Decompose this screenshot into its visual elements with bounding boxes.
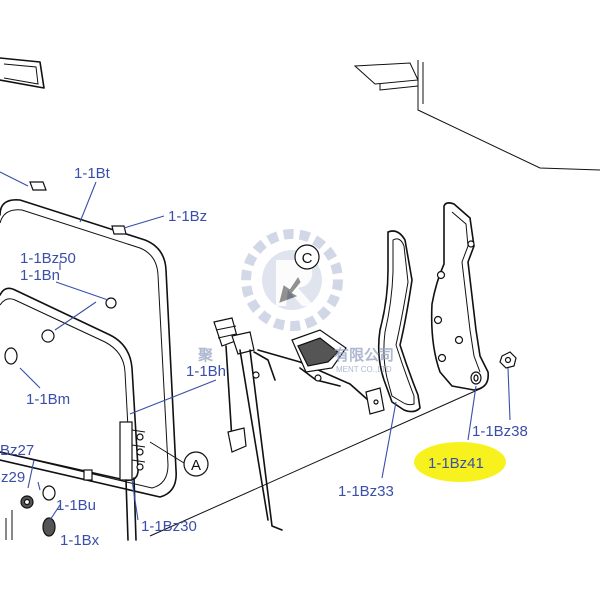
highlight-ellipse (414, 442, 506, 482)
label-1-1bu: 1-1Bu (56, 497, 96, 514)
label-1-1bz41: 1-1Bz41 (428, 455, 484, 472)
label-1-1bx: 1-1Bx (60, 532, 100, 549)
part-labels: 1-1Bt 1-1Bz 1-1Bz50 1-1Bn 1-1Bh 1-1Bm Bz… (0, 165, 528, 549)
door-panel (0, 181, 177, 541)
callout-c: C (294, 244, 320, 270)
svg-text:C: C (302, 250, 313, 267)
label-bz27: Bz27 (0, 442, 34, 459)
baseline (149, 387, 483, 537)
nut-part (499, 351, 517, 369)
svg-text:A: A (191, 457, 201, 474)
label-1-1bh: 1-1Bh (186, 363, 226, 380)
watermark-logo (241, 229, 343, 331)
seal-gasket (377, 230, 421, 413)
watermark-subtext: MENT CO.,LTD (336, 365, 392, 374)
label-1-1bt: 1-1Bt (74, 165, 111, 182)
label-1-1bz33: 1-1Bz33 (338, 483, 394, 500)
machine-outline (0, 57, 600, 171)
callout-a: A (149, 441, 209, 477)
watermark-text: 聚 (197, 347, 214, 364)
label-bz29: Bz29 (0, 469, 25, 486)
label-1-1bz30: 1-1Bz30 (141, 518, 197, 535)
label-1-1bm: 1-1Bm (26, 391, 70, 408)
label-1-1bz: 1-1Bz (168, 208, 207, 225)
bracket-plate (430, 202, 490, 391)
watermark-text-2: 有限公司 (334, 346, 394, 364)
latch-assembly (213, 317, 385, 531)
leader-lines (0, 171, 511, 521)
label-1-1bn: 1-1Bn (20, 267, 60, 284)
label-1-1bz38: 1-1Bz38 (472, 423, 528, 440)
label-1-1bz50: 1-1Bz50 (20, 250, 76, 267)
